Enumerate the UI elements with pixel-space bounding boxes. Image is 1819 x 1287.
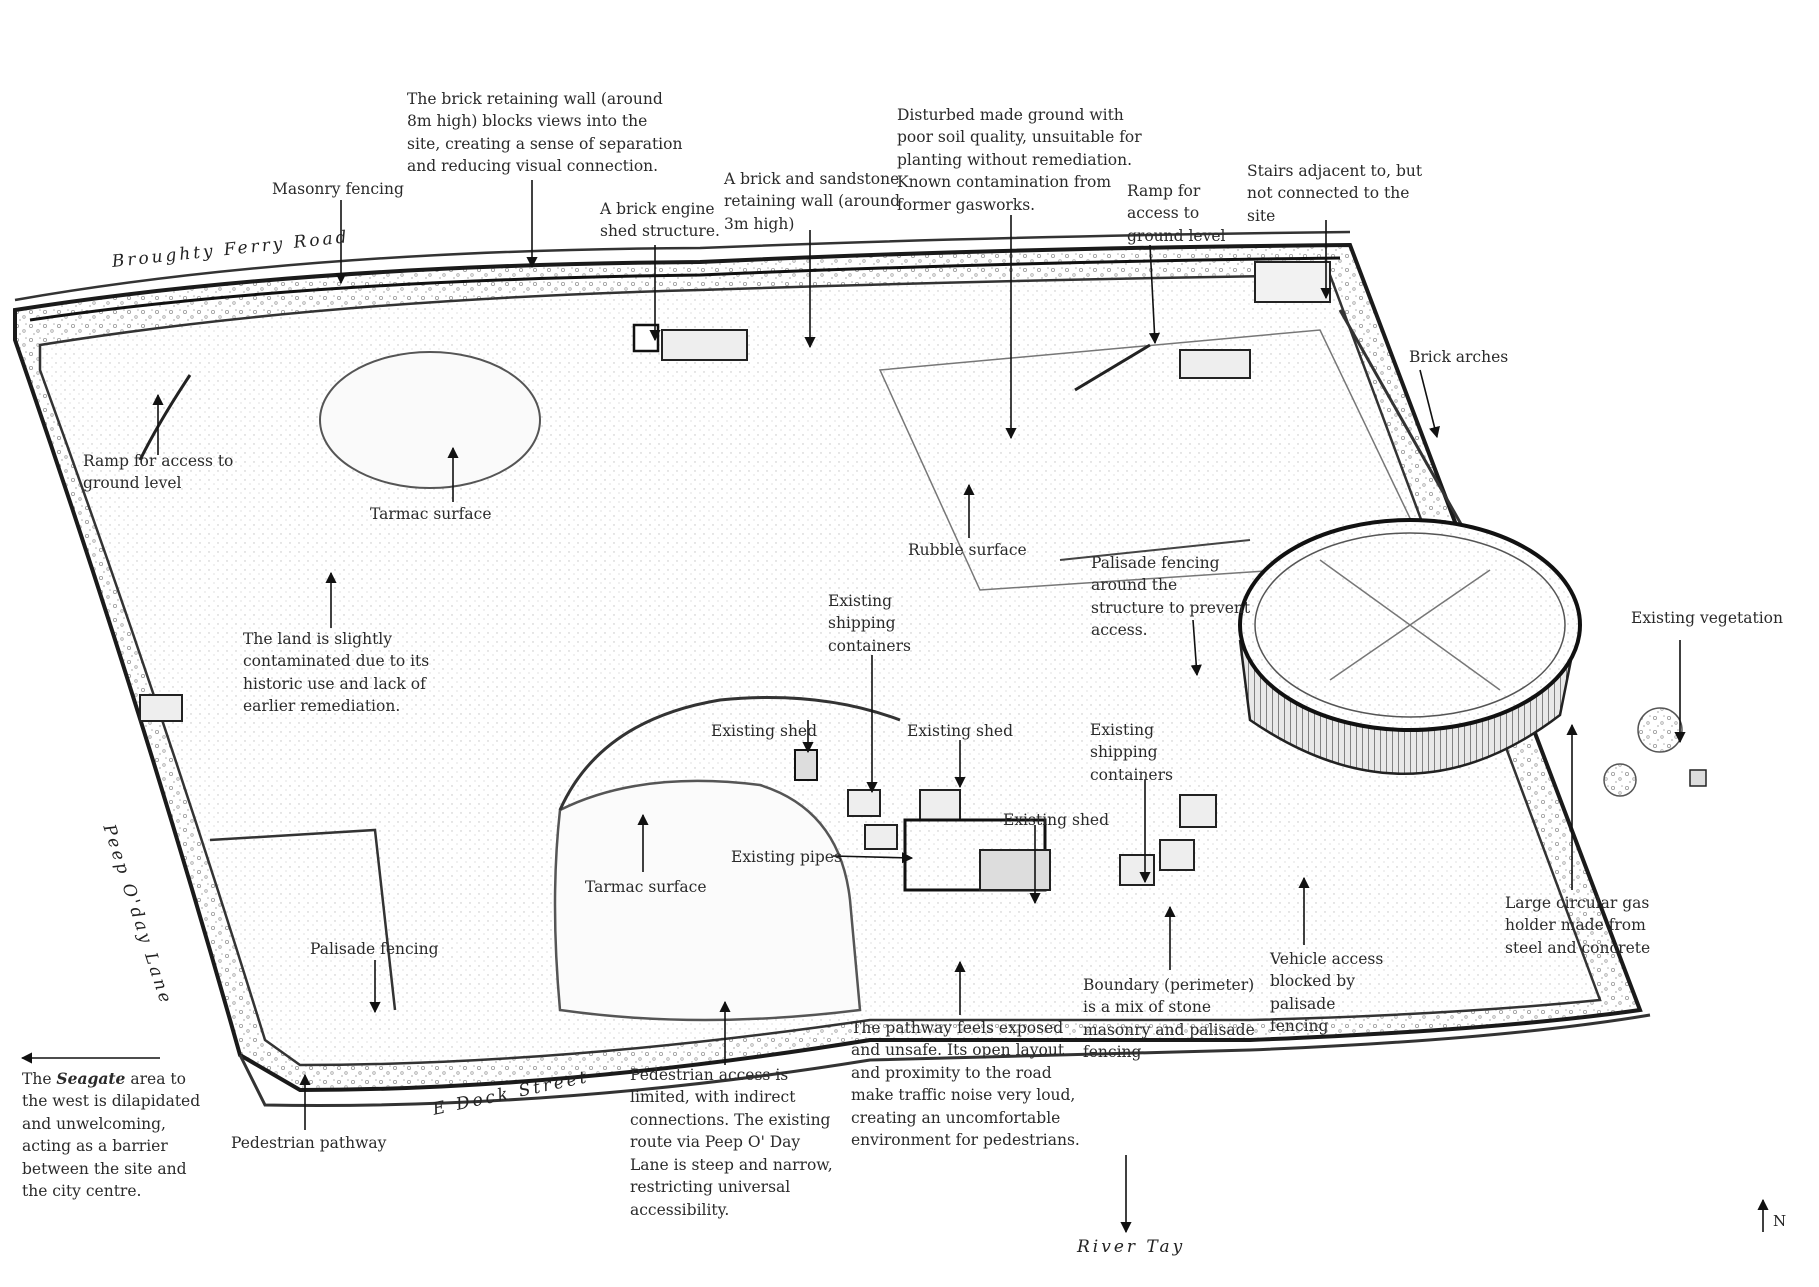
- container-3: [1119, 854, 1155, 886]
- annotation-existing-shed-2: Existing shed: [907, 722, 1014, 740]
- annotation-brick-retaining-wall: The brick retaining wall (around 8m high…: [407, 90, 683, 176]
- leader-palisade-structure: [1190, 619, 1202, 677]
- road-edge-south: [238, 1013, 1651, 1107]
- annotation-boundary: Boundary (perimeter) is a mix of stone m…: [1083, 976, 1255, 1062]
- annotation-seagate: The Seagate area to the west is dilapida…: [22, 1068, 212, 1203]
- annotation-tarmac-n: Tarmac surface: [370, 505, 492, 523]
- container-2: [864, 824, 898, 850]
- shed-1: [794, 749, 818, 781]
- gas-holder-rim: [1254, 532, 1566, 718]
- leader-pipes: [832, 852, 914, 864]
- annotation-land-contaminated: The land is slightly contaminated due to…: [243, 630, 430, 716]
- surfaces: [319, 329, 1432, 1022]
- annotation-palisade-fencing-sw: Palisade fencing: [310, 940, 439, 958]
- retaining-wall-north: [29, 256, 1341, 322]
- annotation-pathway-exposed: The pathway feels exposed and unsafe. It…: [851, 1019, 1080, 1150]
- east-building: [1179, 349, 1251, 379]
- leader-ramp-ne: [1148, 244, 1161, 345]
- palisade-around-holder: [1059, 539, 1251, 561]
- leader-brick-arches: [1419, 369, 1440, 439]
- tarmac-area-north: [319, 351, 541, 489]
- tarmac-area-south: [553, 779, 862, 1022]
- seagate-prefix: The: [22, 1070, 57, 1088]
- brick-arches-wall: [1338, 309, 1472, 541]
- annotation-existing-shed-1: Existing shed: [711, 722, 818, 740]
- palisade-fence-west: [209, 828, 397, 1011]
- gas-holder-crossline: [1329, 569, 1491, 681]
- leader-lines: [20, 180, 1769, 1234]
- shed-2: [919, 789, 961, 821]
- annotation-existing-vegetation: Existing vegetation: [1631, 609, 1783, 627]
- road-label-river-tay: River Tay: [1077, 1237, 1186, 1257]
- annotation-tarmac-s: Tarmac surface: [585, 878, 707, 896]
- annotation-pedestrian-access: Pedestrian access is limited, with indir…: [630, 1066, 833, 1219]
- ramp-w: [138, 374, 192, 461]
- annotation-brick-arches: Brick arches: [1409, 348, 1509, 366]
- annotation-masonry-fencing: Masonry fencing: [272, 180, 404, 198]
- structures: [29, 256, 1707, 1011]
- annotation-disturbed-ground: Disturbed made ground with poor soil qua…: [897, 106, 1142, 214]
- annotation-stairs: Stairs adjacent to, but not connected to…: [1247, 162, 1423, 225]
- annotation-ramp-w: Ramp for access to ground level: [83, 452, 234, 493]
- shed-3: [979, 849, 1051, 891]
- annotation-shipping-containers-1: Existing shipping containers: [828, 592, 911, 655]
- engine-shed-annex: [661, 329, 748, 361]
- seagate-suffix: area to the west is dilapidated and unwe…: [22, 1070, 201, 1201]
- east-gate-block: [1689, 769, 1707, 787]
- annotation-ramp-ne: Ramp for access to ground level: [1127, 182, 1226, 245]
- stairs: [1254, 261, 1331, 303]
- annotation-brick-sandstone-wall: A brick and sandstone retaining wall (ar…: [724, 170, 901, 233]
- annotation-palisade-structure: Palisade fencing around the structure to…: [1091, 554, 1251, 640]
- north-label: N: [1773, 1212, 1787, 1230]
- annotation-brick-engine-shed: A brick engine shed structure.: [600, 200, 720, 241]
- vegetation-clump: [1603, 763, 1637, 797]
- vegetation-clump: [1637, 707, 1683, 753]
- annotation-pedestrian-pathway: Pedestrian pathway: [231, 1134, 387, 1152]
- west-container: [139, 694, 183, 722]
- container-4: [1159, 839, 1195, 871]
- annotation-shipping-containers-2: Existing shipping containers: [1090, 721, 1173, 784]
- ramp-ne: [1074, 343, 1151, 392]
- container-1: [847, 789, 881, 817]
- seagate-name: Seagate: [56, 1069, 126, 1088]
- road-edge-north: [14, 230, 1351, 302]
- annotation-gas-holder: Large circular gas holder made from stee…: [1505, 894, 1651, 957]
- annotation-vehicle-access: Vehicle access blocked by palisade fenci…: [1270, 950, 1384, 1036]
- annotation-existing-pipes: Existing pipes: [731, 848, 842, 866]
- gas-holder: [1238, 518, 1582, 775]
- annotation-existing-shed-3: Existing shed: [1003, 811, 1110, 829]
- annotation-rubble-surface: Rubble surface: [908, 541, 1027, 559]
- container-5: [1179, 794, 1217, 828]
- curved-path: [558, 696, 901, 811]
